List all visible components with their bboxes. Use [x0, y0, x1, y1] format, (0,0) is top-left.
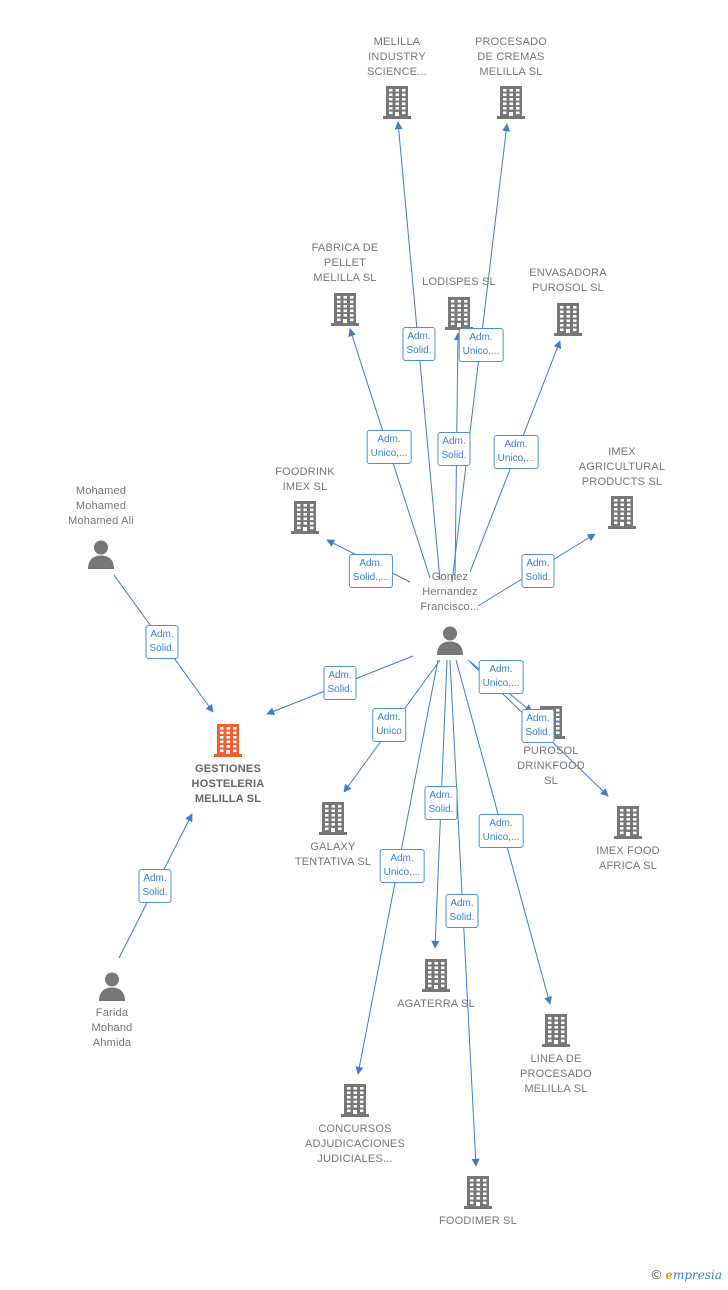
node-label-imex_agri[interactable]: IMEX AGRICULTURAL PRODUCTS SL	[578, 446, 666, 488]
node-label-fabrica_pellet[interactable]: FABRICA DE PELLET MELILLA SL	[311, 242, 379, 284]
node-label-lodispes[interactable]: LODISPES SL	[422, 276, 496, 288]
node-label-imex_food[interactable]: IMEX FOOD AFRICA SL	[596, 845, 660, 872]
company-icon-imex_agri[interactable]	[607, 495, 637, 529]
edge-label-gomez-to-purosol[interactable]: Adm. Unico,...	[478, 660, 524, 694]
edge-label-gomez-to-agaterra[interactable]: Adm. Solid.	[424, 786, 458, 820]
node-label-melilla_industry[interactable]: MELILLA INDUSTRY SCIENCE...	[366, 36, 428, 78]
company-icon-foodimer[interactable]	[463, 1175, 493, 1209]
company-icon-envasadora[interactable]	[553, 302, 583, 336]
node-label-linea[interactable]: LINEA DE PROCESADO MELILLA SL	[519, 1053, 593, 1095]
edge-label-gomez-to-lodispes[interactable]: Adm. Solid.	[437, 432, 471, 466]
person-icon-farida[interactable]	[97, 971, 127, 1001]
edge-label-gomez-to-imex_food[interactable]: Adm. Solid.	[521, 709, 555, 743]
brand-logo: empresia	[665, 1268, 722, 1282]
edge-label-gomez-to-galaxy[interactable]: Adm. Unico	[372, 708, 406, 742]
edge-label-gomez-to-fabrica_pellet[interactable]: Adm. Unico,...	[366, 430, 412, 464]
node-label-agaterra[interactable]: AGATERRA SL	[397, 998, 475, 1010]
company-icon-foodrink[interactable]	[290, 500, 320, 534]
node-label-gomez[interactable]: Gomez Hernandez Francisco...	[420, 571, 480, 613]
edge-label-gomez-to-procesado_cremas[interactable]: Adm. Unico,...	[458, 328, 504, 362]
node-label-farida[interactable]: Farida Mohand Ahmida	[91, 1007, 133, 1049]
person-icon-gomez[interactable]	[435, 625, 465, 655]
edge-label-gomez-to-envasadora[interactable]: Adm. Unico,...	[493, 435, 539, 469]
edge-label-gomez-to-gestiones[interactable]: Adm. Solid.	[323, 666, 357, 700]
node-label-foodrink[interactable]: FOODRINK IMEX SL	[275, 466, 335, 493]
edge-label-gomez-to-foodrink[interactable]: Adm. Solid.,...	[348, 554, 394, 588]
edge-label-gomez-to-concursos[interactable]: Adm. Unico,...	[379, 849, 425, 883]
node-label-mohamed[interactable]: Mohamed Mohamed Mohamed Ali	[68, 485, 134, 527]
footer-brand: ©empresia	[652, 1267, 722, 1282]
edge-label-gomez-to-linea[interactable]: Adm. Unico,...	[478, 814, 524, 848]
company-icon-procesado_cremas[interactable]	[496, 85, 526, 119]
copyright-symbol: ©	[651, 1267, 662, 1282]
company-icon-linea[interactable]	[541, 1013, 571, 1047]
node-label-purosol[interactable]: PUROSOL DRINKFOOD SL	[517, 745, 585, 787]
company-icon-gestiones[interactable]	[213, 723, 243, 757]
node-label-procesado_cremas[interactable]: PROCESADO DE CREMAS MELILLA SL	[474, 36, 548, 78]
node-label-gestiones[interactable]: GESTIONES HOSTELERIA MELILLA SL	[191, 763, 265, 805]
node-label-galaxy[interactable]: GALAXY TENTATIVA SL	[294, 841, 372, 868]
company-icon-imex_food[interactable]	[613, 805, 643, 839]
company-icon-agaterra[interactable]	[421, 958, 451, 992]
company-icon-fabrica_pellet[interactable]	[330, 292, 360, 326]
company-icon-galaxy[interactable]	[318, 801, 348, 835]
edge-label-mohamed-to-gestiones[interactable]: Adm. Solid.	[145, 625, 179, 659]
company-icon-lodispes[interactable]	[444, 296, 474, 330]
person-icon-mohamed[interactable]	[86, 539, 116, 569]
edge-label-gomez-to-imex_agri[interactable]: Adm. Solid.	[521, 554, 555, 588]
company-icon-concursos[interactable]	[340, 1083, 370, 1117]
edge-label-gomez-to-foodimer[interactable]: Adm. Solid.	[445, 894, 479, 928]
node-label-concursos[interactable]: CONCURSOS ADJUDICACIONES JUDICIALES...	[305, 1123, 405, 1165]
node-label-foodimer[interactable]: FOODIMER SL	[439, 1215, 517, 1227]
node-label-envasadora[interactable]: ENVASADORA PUROSOL SL	[529, 267, 607, 294]
company-icon-melilla_industry[interactable]	[382, 85, 412, 119]
edge-label-farida-to-gestiones[interactable]: Adm. Solid.	[138, 869, 172, 903]
edge-label-gomez-to-melilla_industry[interactable]: Adm. Solid.	[402, 327, 436, 361]
